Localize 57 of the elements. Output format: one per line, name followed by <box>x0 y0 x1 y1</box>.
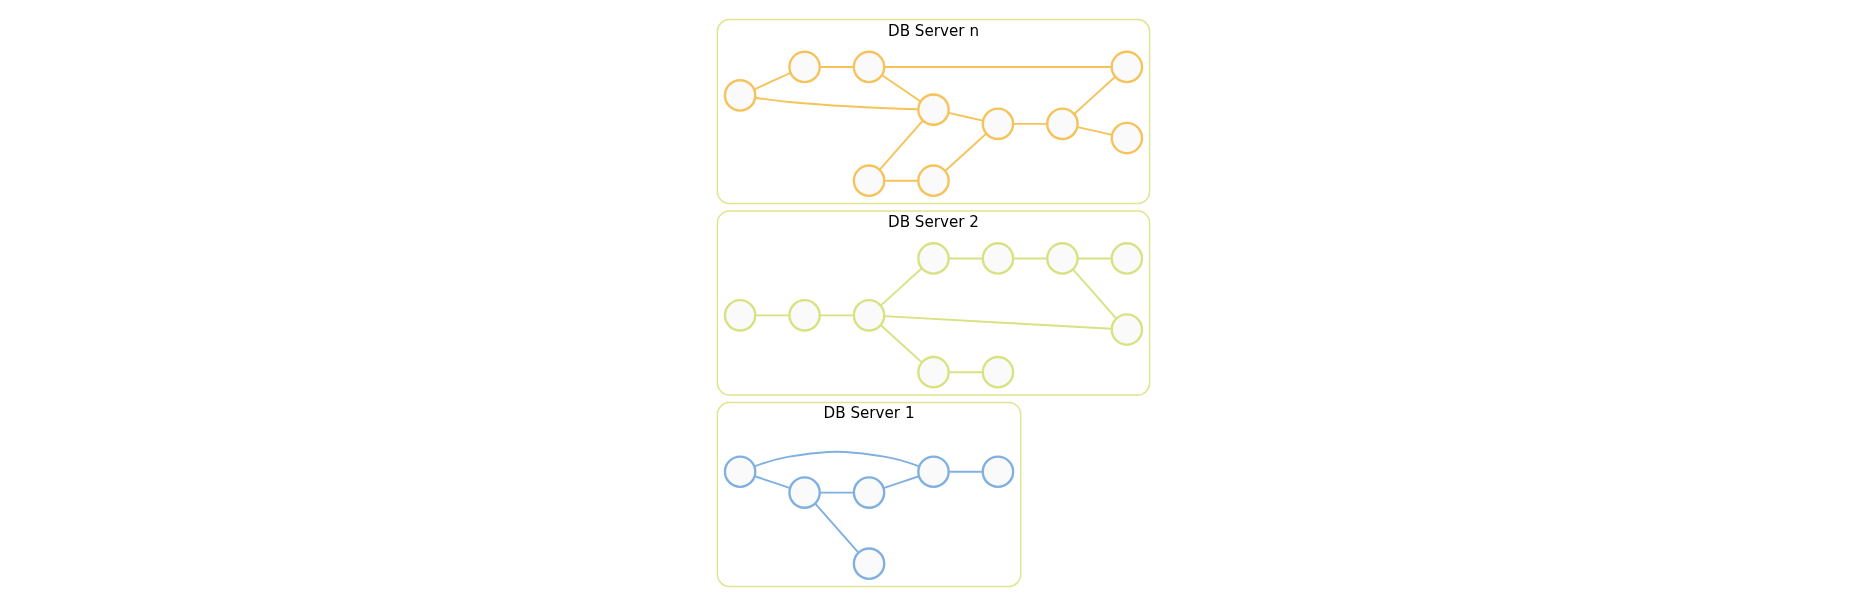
connector <box>1011 257 1048 260</box>
connector <box>752 450 920 468</box>
node-circle <box>1045 242 1079 275</box>
node-circle <box>981 242 1014 275</box>
node-circle <box>852 50 885 84</box>
connector <box>878 119 924 171</box>
node-circle <box>852 476 885 509</box>
node-circle <box>1110 121 1143 155</box>
connector <box>1072 75 1116 115</box>
connector <box>754 314 790 317</box>
cluster: DB Server 1 <box>716 401 1021 588</box>
connector <box>947 111 984 122</box>
node-circle <box>981 107 1014 141</box>
node-circle <box>916 242 950 275</box>
connector <box>752 72 791 91</box>
node-circle <box>852 298 885 332</box>
node-circle <box>1045 107 1079 141</box>
node-circle <box>1110 242 1143 275</box>
cluster: DB Server 2 <box>716 210 1150 396</box>
node-circle <box>916 93 950 126</box>
connector <box>753 96 919 111</box>
connector <box>879 324 923 364</box>
connector <box>1076 257 1112 260</box>
connector <box>818 491 855 494</box>
connector <box>947 257 984 260</box>
node-circle <box>981 355 1014 389</box>
node-circle <box>787 476 821 509</box>
node-circle <box>723 298 756 332</box>
connector <box>947 371 984 374</box>
connector <box>883 66 1113 68</box>
connector <box>1076 126 1113 136</box>
connector <box>943 132 987 172</box>
cluster: DB Server n <box>716 18 1150 205</box>
node-circle <box>723 455 756 489</box>
node-circle <box>916 164 950 198</box>
node-circle <box>852 164 885 198</box>
node-circle <box>916 455 950 489</box>
connector <box>879 267 923 307</box>
connector <box>818 314 855 317</box>
connector <box>1071 268 1117 320</box>
node-circle <box>916 355 950 389</box>
node-circle <box>787 50 821 84</box>
connector <box>880 74 921 103</box>
node-circle <box>723 79 756 112</box>
node-circle <box>981 455 1014 489</box>
node-circle <box>1110 50 1143 84</box>
connector <box>947 470 984 473</box>
node-circle <box>787 298 821 332</box>
connector <box>818 66 855 68</box>
connector <box>813 502 859 554</box>
connector <box>883 315 1113 330</box>
connector <box>753 475 791 489</box>
node-circle <box>1110 313 1143 346</box>
connector <box>882 475 920 489</box>
connector <box>1011 122 1048 125</box>
connector <box>883 179 919 182</box>
node-circle <box>852 547 885 581</box>
